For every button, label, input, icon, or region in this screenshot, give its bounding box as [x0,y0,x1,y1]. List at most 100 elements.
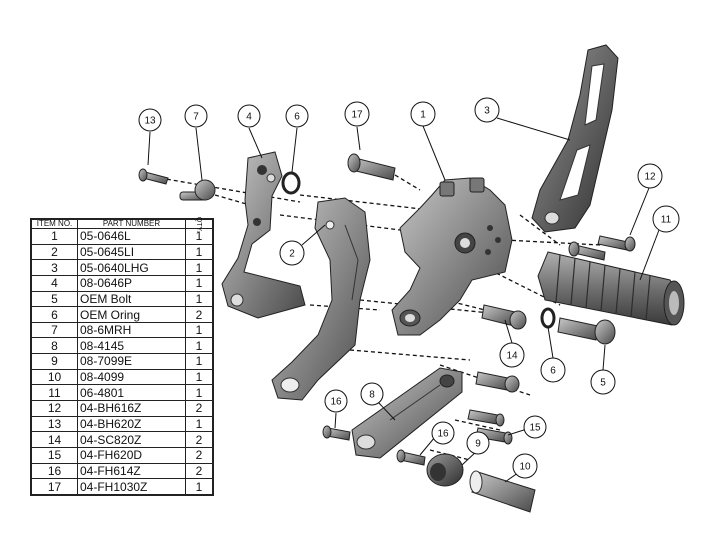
balloon-label: 7 [193,112,199,123]
item-balloon: 6 [540,357,566,383]
bom-item-number: 17 [31,478,78,495]
bom-quantity: 1 [185,368,213,386]
part-2-heel-plate [271,197,371,401]
bom-part-number: 04-FH1030Z [77,478,186,495]
balloon-circle [138,108,162,132]
bom-quantity: 1 [185,274,213,292]
bom-item-number: 3 [31,259,78,276]
item-balloon: 8 [360,382,384,406]
balloon-circle [637,163,663,189]
part-8-link-arm [351,367,463,459]
bom-quantity: 1 [185,384,213,402]
bom-item-number: 4 [31,274,78,292]
balloon-circle [499,342,525,368]
bom-item-number: 13 [31,415,78,433]
bom-quantity: 1 [185,478,213,495]
balloon-label: 16 [437,429,449,440]
balloon-circle [590,369,616,395]
balloon-label: 10 [519,462,531,473]
balloon-circle [360,382,384,406]
item-balloon: 16 [431,421,455,445]
balloon-circle [652,205,680,233]
balloon-circle [285,104,309,128]
bom-item-number: 6 [31,306,78,323]
balloon-circle [410,101,436,127]
bom-header-item: ITEM NO. [31,219,78,229]
bom-item-number: 5 [31,290,78,308]
balloon-label: 4 [246,112,252,123]
item-balloon: 12 [637,163,663,189]
bom-header-qty-text: QTY. [195,216,203,233]
balloon-label: 13 [144,116,156,127]
fasteners [138,153,636,466]
item-balloon: 10 [512,453,538,479]
balloon-label: 16 [330,397,342,408]
item-balloon: 15 [523,415,547,439]
bom-quantity: 1 [185,415,213,433]
bom-quantity: 1 [185,243,213,261]
balloon-label: 6 [294,112,300,123]
item-balloon: 7 [184,104,208,128]
bom-item-number: 8 [31,337,78,355]
bom-quantity: 2 [185,400,213,417]
bom-part-number: OEM Oring [77,306,186,323]
bom-header-qty: QTY. [185,216,213,233]
part-1-rearset-body [391,177,513,336]
bom-quantity: 1 [185,321,213,339]
balloon-circle [466,431,490,455]
bom-part-number: 04-SC820Z [77,431,186,448]
bom-part-number: 05-0646L [77,228,186,245]
bom-item-number: 15 [31,446,78,464]
bom-part-number: 04-BH620Z [77,415,186,433]
balloon-label: 17 [351,110,363,121]
balloon-label: 12 [644,172,656,183]
bom-quantity: 2 [185,446,213,464]
bom-part-number: 08-4099 [77,368,186,386]
item-balloon: 2 [279,240,305,266]
bom-header-row: ITEM NO. PART NUMBER QTY. [31,216,213,233]
part-9-bushing [426,453,464,487]
balloon-label: 6 [550,366,556,377]
balloon-circle [512,453,538,479]
balloon-label: 5 [600,378,606,389]
bom-part-number: 04-BH616Z [77,400,186,417]
bom-quantity: 1 [185,290,213,308]
bom-item-number: 12 [31,400,78,417]
balloon-circle [523,415,547,439]
bom-item-number: 9 [31,353,78,370]
item-balloon: 11 [652,205,680,233]
bom-part-number: 04-FH620D [77,446,186,464]
balloon-label: 1 [420,110,426,121]
balloon-label: 15 [529,423,541,434]
bom-header-part-number: PART NUMBER [77,219,186,229]
balloon-circle [237,104,261,128]
bom-item-number: 1 [31,228,78,245]
bom-part-number: OEM Bolt [77,290,186,308]
balloon-label: 8 [369,390,375,401]
balloon-label: 11 [661,215,672,226]
item-balloon: 5 [590,369,616,395]
item-balloon: 1 [410,101,436,127]
balloon-label: 2 [289,249,295,260]
balloon-label: 3 [484,106,490,117]
bom-item-number: 7 [31,321,78,339]
item-balloon: 4 [237,104,261,128]
